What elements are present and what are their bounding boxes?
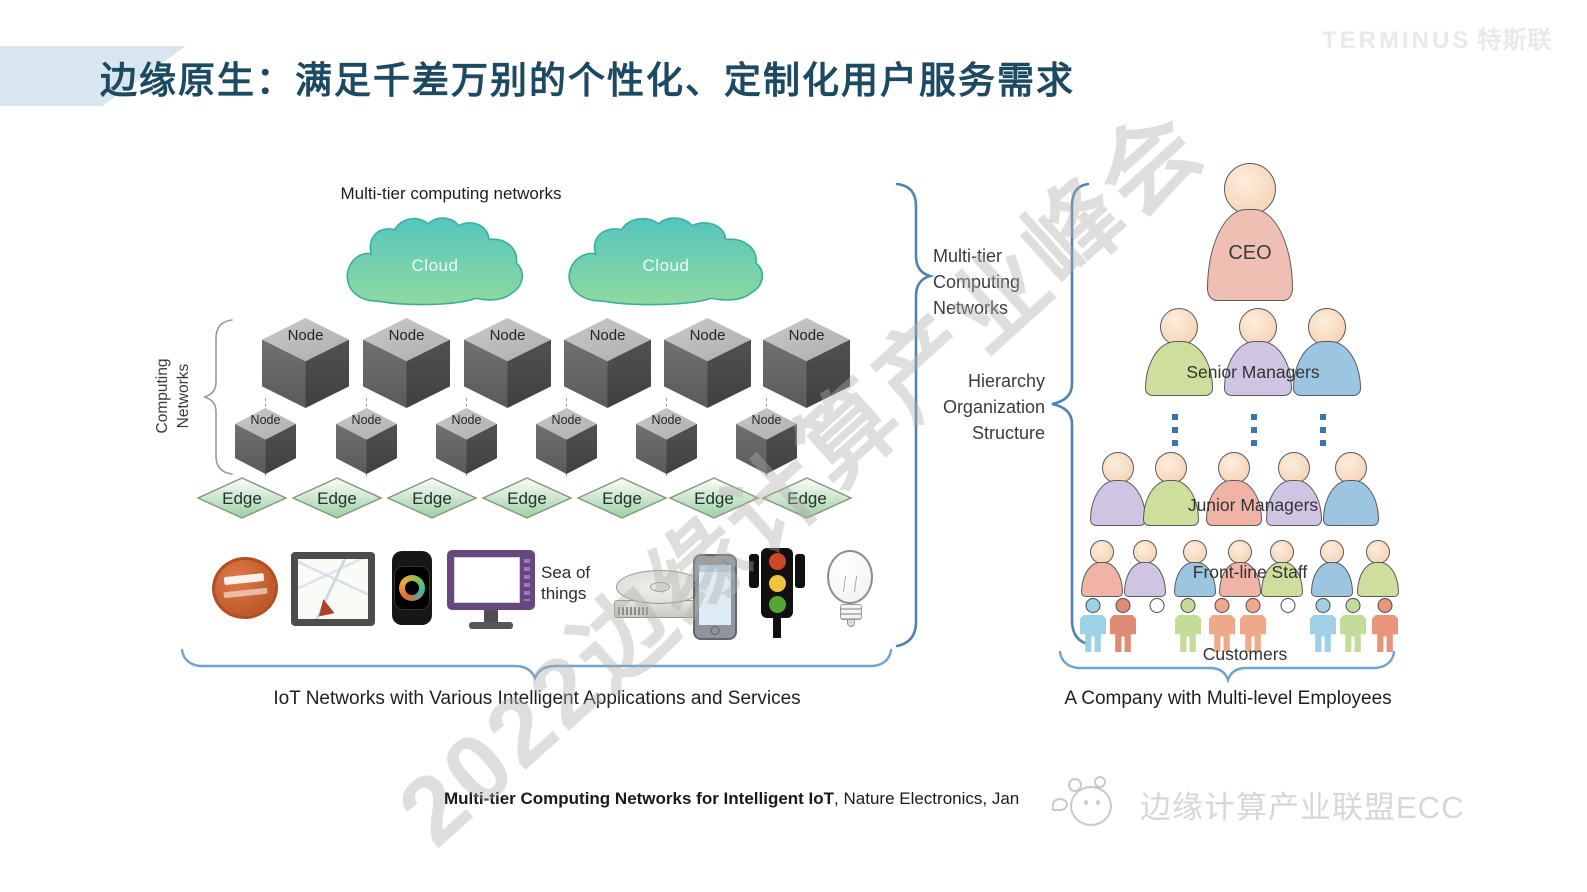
svg-text:Edge: Edge xyxy=(507,489,547,508)
person-figure-customer xyxy=(1275,598,1301,652)
node-cube-small: Node xyxy=(536,408,597,474)
company-caption: A Company with Multi-level Employees xyxy=(1064,688,1392,709)
person-figure-staff xyxy=(1219,540,1261,597)
node-cube: Node xyxy=(763,318,850,408)
person-figure-staff xyxy=(1081,540,1123,597)
smartphone-icon xyxy=(693,554,737,640)
person-figure-customer xyxy=(1310,598,1336,652)
person-figure-customer xyxy=(1080,598,1106,652)
person-figure-junior-manager xyxy=(1266,452,1322,526)
edge-diamond: Edge xyxy=(291,477,383,519)
person-figure-customer xyxy=(1240,598,1266,652)
person-figure-junior-manager xyxy=(1323,452,1379,526)
node-cube-small: Node xyxy=(736,408,797,474)
person-figure-staff xyxy=(1174,540,1216,597)
left-group-brace xyxy=(895,182,935,648)
person-figure-customer xyxy=(1175,598,1201,652)
svg-text:Edge: Edge xyxy=(694,489,734,508)
ecc-mascot-icon xyxy=(1052,774,1130,840)
node-cube: Node xyxy=(363,318,450,408)
svg-text:Edge: Edge xyxy=(602,489,642,508)
senior-managers-label: Senior Managers xyxy=(1186,362,1320,382)
edge-diamond: Edge xyxy=(386,477,478,519)
person-figure-staff xyxy=(1124,540,1166,597)
citation-title: Multi-tier Computing Networks for Intell… xyxy=(444,789,835,808)
node-cube: Node xyxy=(464,318,551,408)
person-figure-junior-manager xyxy=(1090,452,1146,526)
svg-text:Edge: Edge xyxy=(787,489,827,508)
customers-label: Customers xyxy=(1202,644,1288,664)
person-figure-senior-manager xyxy=(1224,308,1292,396)
person-figure-customer xyxy=(1340,598,1366,652)
right-group-brace xyxy=(1051,182,1090,646)
person-figure-ceo: CEO xyxy=(1207,163,1293,301)
edge-diamond: Edge xyxy=(761,477,853,519)
cloud-node: Cloud xyxy=(560,213,772,311)
iot-network-brace xyxy=(180,648,893,682)
computing-networks-side-label: Computing Networks xyxy=(154,358,192,434)
node-cube: Node xyxy=(262,318,349,408)
sea-of-things-label: Sea of things xyxy=(541,563,591,603)
person-figure-senior-manager xyxy=(1293,308,1361,396)
page-title: 边缘原生：满足千差万别的个性化、定制化用户服务需求 xyxy=(100,60,1075,101)
svg-text:Edge: Edge xyxy=(412,489,452,508)
brand-name-cn: 特斯联 xyxy=(1477,27,1553,54)
ellipsis-dots xyxy=(1172,414,1178,446)
cloud-label: Cloud xyxy=(642,256,690,275)
map-navigation-display-icon xyxy=(291,552,375,626)
traffic-light-icon xyxy=(749,548,805,640)
edge-diamond: Edge xyxy=(576,477,668,519)
multi-tier-computing-networks-label: Multi-tier Computing Networks xyxy=(933,246,1021,318)
hierarchy-organization-structure-label: Hierarchy Organization Structure xyxy=(942,371,1045,443)
front-line-staff-label: Front-line Staff xyxy=(1192,562,1308,582)
node-cube: Node xyxy=(664,318,751,408)
cloud-label: Cloud xyxy=(411,256,459,275)
node-cube-small: Node xyxy=(336,408,397,474)
round-orange-device-icon xyxy=(208,553,282,623)
alliance-name: 边缘计算产业联盟ECC xyxy=(1140,790,1465,825)
edge-diamond: Edge xyxy=(481,477,573,519)
ellipsis-dots xyxy=(1320,414,1326,446)
node-cube-small: Node xyxy=(436,408,497,474)
junior-managers-label: Junior Managers xyxy=(1187,495,1319,515)
cloud-icon xyxy=(568,217,764,306)
network-caption: IoT Networks with Various Intelligent Ap… xyxy=(273,688,801,709)
person-figure-staff xyxy=(1261,540,1303,597)
citation: Multi-tier Computing Networks for Intell… xyxy=(444,789,1019,809)
svg-text:Edge: Edge xyxy=(222,489,262,508)
svg-text:Edge: Edge xyxy=(317,489,357,508)
person-figure-customer xyxy=(1144,598,1170,652)
hard-disk-drive-icon xyxy=(612,568,708,620)
edge-diamond: Edge xyxy=(668,477,760,519)
ceo-label: CEO xyxy=(1228,242,1272,264)
smart-watch-icon xyxy=(392,551,432,625)
ellipsis-dots xyxy=(1251,414,1257,446)
network-diagram-title: Multi-tier computing networks xyxy=(340,184,562,203)
person-figure-staff xyxy=(1357,540,1399,597)
node-cube-small: Node xyxy=(235,408,296,474)
person-figure-customer xyxy=(1372,598,1398,652)
brand-name: TERMINUS xyxy=(1322,27,1472,54)
citation-source: , Nature Electronics, Jan xyxy=(834,789,1020,808)
person-figure-junior-manager xyxy=(1206,452,1262,526)
desktop-monitor-icon xyxy=(447,550,535,634)
cloud-icon xyxy=(346,217,523,306)
computing-networks-bracket xyxy=(203,319,233,475)
person-figure-customer xyxy=(1209,598,1235,652)
person-figure-senior-manager xyxy=(1145,308,1213,396)
cloud-node: Cloud xyxy=(337,213,533,311)
person-figure-staff xyxy=(1311,540,1353,597)
company-brace xyxy=(1058,650,1396,684)
person-figure-customer xyxy=(1110,598,1136,652)
light-bulb-icon xyxy=(826,550,876,634)
node-cube: Node xyxy=(564,318,651,408)
person-figure-junior-manager xyxy=(1143,452,1199,526)
edge-diamond: Edge xyxy=(196,477,288,519)
node-cube-small: Node xyxy=(636,408,697,474)
